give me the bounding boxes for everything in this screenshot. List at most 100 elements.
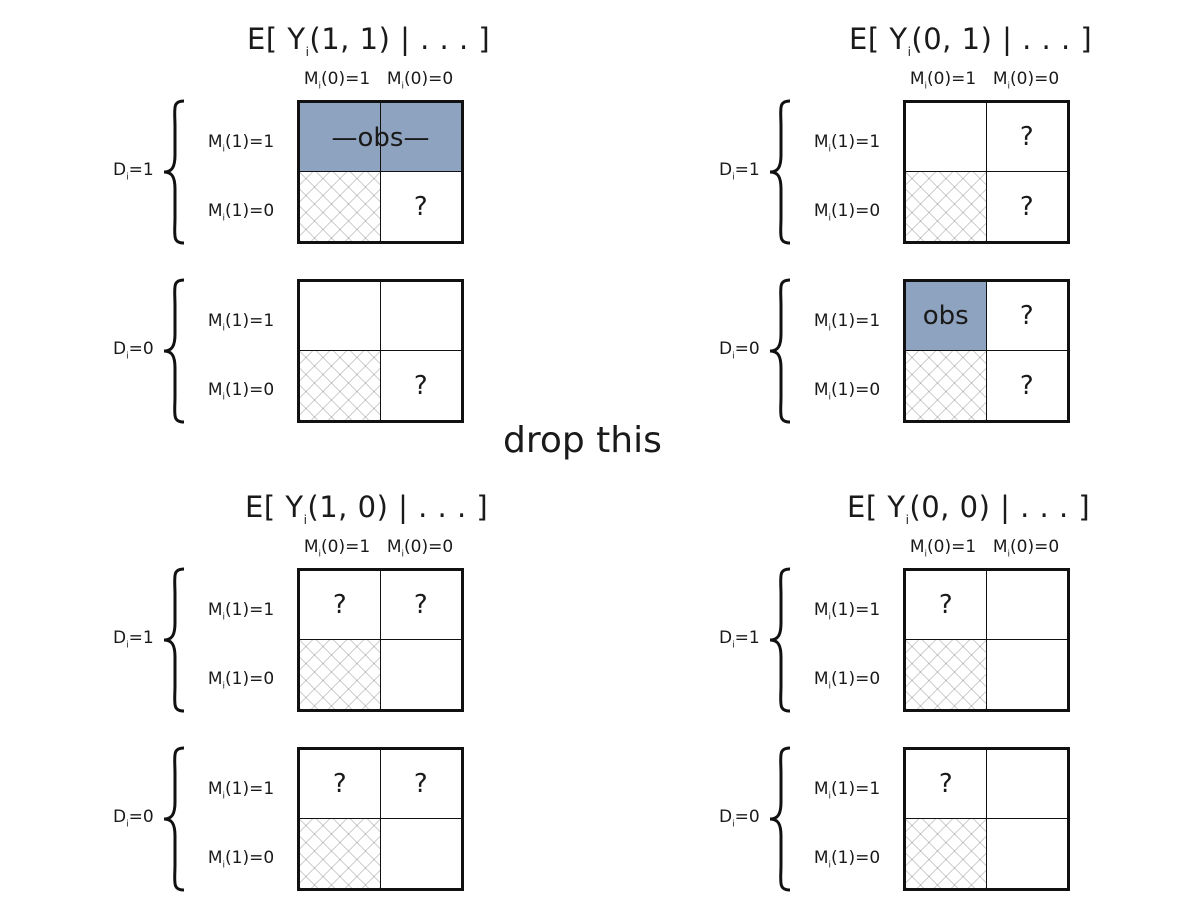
row-label-m1-eq-1: Mi(1)=1 bbox=[186, 779, 296, 801]
row-subscript: i bbox=[828, 791, 832, 802]
cell-m1-0-m0-0 bbox=[987, 819, 1068, 888]
row-value: (1)=0 bbox=[225, 201, 275, 221]
cell-m1-1-m0-0 bbox=[986, 750, 1067, 819]
row-subscript: i bbox=[828, 144, 832, 155]
cell-m1-0-m0-1 bbox=[300, 819, 381, 888]
cell-m1-1-m0-0: ? bbox=[380, 750, 461, 819]
row-value: (1)=0 bbox=[831, 669, 881, 689]
cell-m1-0-m0-0: ? bbox=[1019, 191, 1034, 222]
brace-path bbox=[769, 99, 791, 245]
grid-d0: ?? bbox=[297, 747, 464, 891]
drop-this-label: drop this bbox=[503, 420, 662, 461]
column-header-m0-eq-0: Mi(0)=0 bbox=[380, 537, 460, 559]
row-label-m1-eq-1: Mi(1)=1 bbox=[792, 779, 902, 801]
title-prefix: E[ Y bbox=[847, 490, 906, 524]
brace-path bbox=[769, 567, 791, 713]
row-m: M bbox=[813, 779, 829, 799]
label-d0: Di=0 bbox=[113, 339, 154, 361]
row-label-m1-eq-1: Mi(1)=1 bbox=[186, 132, 296, 154]
title-prefix: E[ Y bbox=[849, 22, 908, 56]
cell-m1-1-m0-0 bbox=[986, 571, 1067, 640]
grid-d1: ?? bbox=[903, 100, 1070, 244]
curly-brace bbox=[769, 567, 791, 713]
cell-m1-1-m0-1: ? bbox=[300, 571, 381, 640]
row-subscript: i bbox=[222, 681, 226, 692]
row-m: M bbox=[813, 848, 829, 868]
col-header-m: M bbox=[992, 69, 1008, 89]
title-suffix: (1, 0) | . . . ] bbox=[307, 490, 489, 524]
brace-d1 bbox=[160, 565, 190, 719]
row-label-m1-eq-1: Mi(1)=1 bbox=[792, 132, 902, 154]
title-suffix: (1, 1) | . . . ] bbox=[309, 22, 491, 56]
cell-m1-0-m0-0 bbox=[987, 640, 1068, 709]
panel-title: E[ Yi(0, 0) | . . . ] bbox=[847, 490, 1090, 527]
row-value: (1)=1 bbox=[831, 600, 881, 620]
row-value: (1)=1 bbox=[225, 311, 275, 331]
row-m: M bbox=[813, 311, 829, 331]
row-m: M bbox=[207, 600, 223, 620]
cell-m1-0-m0-1 bbox=[906, 640, 987, 709]
row-value: (1)=1 bbox=[225, 779, 275, 799]
curly-brace bbox=[163, 99, 185, 245]
d-subscript: i bbox=[126, 351, 129, 362]
row-subscript: i bbox=[828, 392, 832, 403]
col-header-m: M bbox=[909, 69, 925, 89]
row-m: M bbox=[207, 779, 223, 799]
row-subscript: i bbox=[222, 392, 226, 403]
row-value: (1)=0 bbox=[831, 201, 881, 221]
cell-m1-1-m0-1: obs bbox=[906, 282, 987, 351]
cell-m1-1-m0-1 bbox=[906, 103, 987, 172]
d-value: =0 bbox=[128, 339, 154, 359]
row-subscript: i bbox=[222, 323, 226, 334]
row-subscript: i bbox=[828, 323, 832, 334]
cell-m1-1-m0-1 bbox=[300, 282, 381, 351]
brace-d1 bbox=[766, 97, 796, 251]
row-subscript: i bbox=[828, 612, 832, 623]
cell-m1-0-m0-0: ? bbox=[413, 370, 428, 401]
panel-title: E[ Yi(1, 0) | . . . ] bbox=[245, 490, 488, 527]
row-m: M bbox=[207, 380, 223, 400]
cell-m1-0-m0-0: ? bbox=[413, 191, 428, 222]
row-label-m1-eq-0: Mi(1)=0 bbox=[792, 380, 902, 402]
row-subscript: i bbox=[222, 612, 226, 623]
brace-d0 bbox=[766, 744, 796, 898]
col-header-sub: i bbox=[1007, 549, 1011, 560]
row-label-m1-eq-0: Mi(1)=0 bbox=[792, 201, 902, 223]
d-letter: D bbox=[719, 339, 733, 359]
col-header-m: M bbox=[909, 537, 925, 557]
title-suffix: (0, 1) | . . . ] bbox=[911, 22, 1093, 56]
brace-path bbox=[163, 746, 185, 892]
panel-title: E[ Yi(0, 1) | . . . ] bbox=[849, 22, 1092, 59]
label-d1: Di=1 bbox=[113, 160, 154, 182]
row-subscript: i bbox=[828, 681, 832, 692]
cell-m1-1-m0-1: ? bbox=[300, 750, 381, 819]
panel-title: E[ Yi(1, 1) | . . . ] bbox=[247, 22, 490, 59]
row-value: (1)=0 bbox=[225, 848, 275, 868]
row-subscript: i bbox=[222, 213, 226, 224]
cell-m1-1-m0-1 bbox=[300, 103, 381, 172]
cell-m1-1-m0-0 bbox=[380, 282, 461, 351]
column-header-m0-eq-0: Mi(0)=0 bbox=[380, 69, 460, 91]
row-m: M bbox=[207, 848, 223, 868]
curly-brace bbox=[163, 567, 185, 713]
col-header-sub: i bbox=[401, 549, 405, 560]
label-d1: Di=1 bbox=[719, 628, 760, 650]
row-m: M bbox=[813, 380, 829, 400]
row-value: (1)=0 bbox=[831, 380, 881, 400]
row-value: (1)=0 bbox=[831, 848, 881, 868]
row-label-m1-eq-1: Mi(1)=1 bbox=[186, 600, 296, 622]
d-subscript: i bbox=[732, 819, 735, 830]
row-value: (1)=1 bbox=[225, 132, 275, 152]
row-m: M bbox=[207, 132, 223, 152]
col-header-m: M bbox=[992, 537, 1008, 557]
d-letter: D bbox=[113, 160, 127, 180]
row-m: M bbox=[813, 132, 829, 152]
row-value: (1)=1 bbox=[225, 600, 275, 620]
label-d0: Di=0 bbox=[719, 339, 760, 361]
d-value: =1 bbox=[128, 160, 154, 180]
col-header-value: (0)=0 bbox=[404, 537, 454, 557]
grid-d1: ?—obs— bbox=[297, 100, 464, 244]
d-letter: D bbox=[113, 628, 127, 648]
brace-d0 bbox=[160, 744, 190, 898]
